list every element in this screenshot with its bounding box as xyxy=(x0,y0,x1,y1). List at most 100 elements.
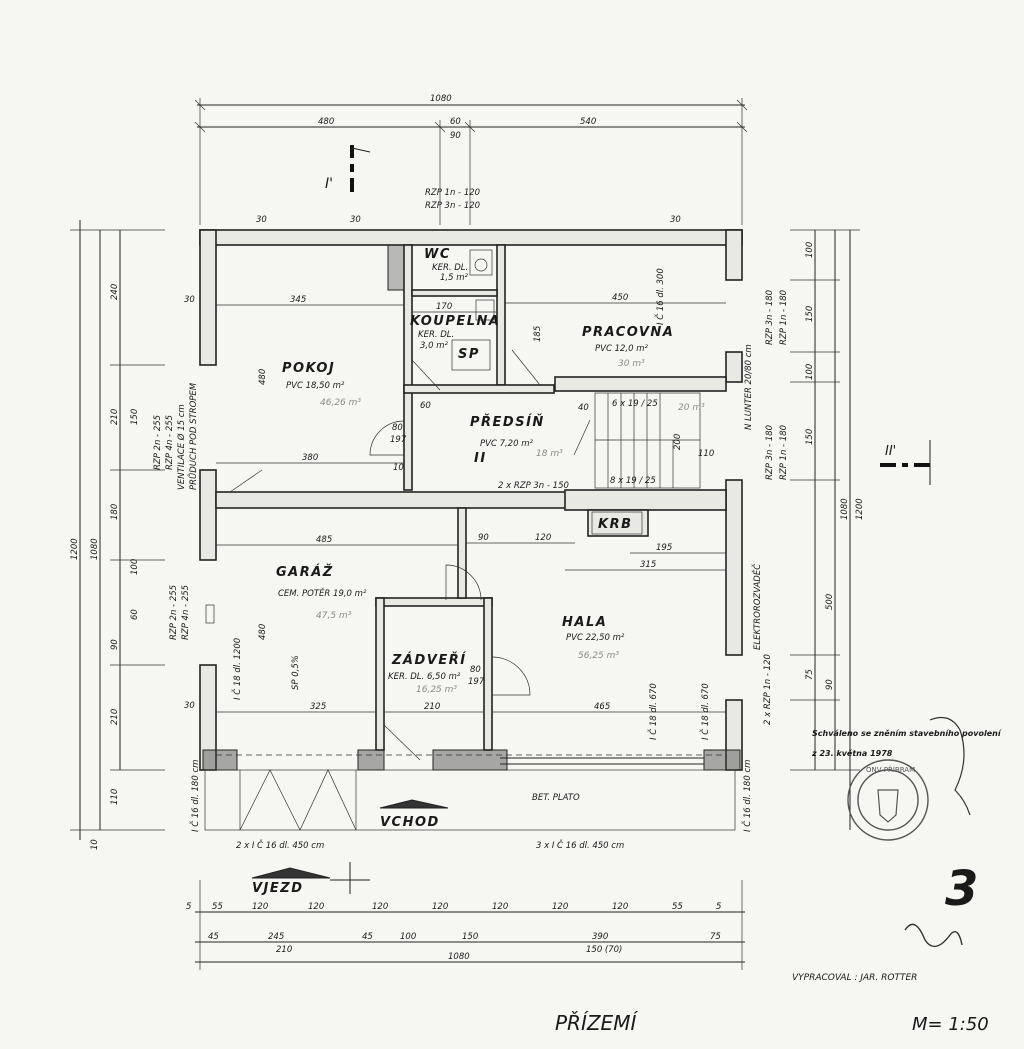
dim-bot1-0: 5 xyxy=(186,902,191,912)
drawing-scale: M= 1:50 xyxy=(912,1014,989,1035)
room-pokoj-pencil: 46,26 m³ xyxy=(320,398,361,408)
dim-bot1-3: 120 xyxy=(308,902,324,912)
room-pracovna-name: PRACOVNA xyxy=(582,325,674,340)
dim-80-b: 80 xyxy=(470,665,481,675)
room-pracovna-pencil: 30 m³ xyxy=(618,359,645,369)
rzp-left-4: RZP 4n - 255 xyxy=(181,585,191,640)
dim-170: 170 xyxy=(436,302,452,312)
room-garaz-slope: SP 0,5% xyxy=(291,655,301,690)
sheet-number: 3 xyxy=(945,861,978,917)
dim-left-f: 60 xyxy=(130,609,140,620)
dim-bot1-9: 55 xyxy=(672,902,683,912)
title-block: PŘÍZEMÍ M= 1:50 3 VYPRACOVAL : JAR. ROTT… xyxy=(555,861,989,1035)
dim-90: 90 xyxy=(478,533,489,543)
dim-30-e: 30 xyxy=(670,215,681,225)
elektro: ELEKTROROZVADĚČ xyxy=(751,564,763,650)
dim-bot2b-0: 210 xyxy=(276,945,292,955)
ic-right-bottom: I Č 16 dl. 180 cm xyxy=(741,760,753,832)
dim-bot2-6: 75 xyxy=(710,932,721,942)
dim-210: 210 xyxy=(424,702,440,712)
dim-185: 185 xyxy=(533,326,543,342)
dim-right-e: 500 xyxy=(825,594,835,610)
vchod-label: VCHOD xyxy=(380,815,440,830)
ic-bottom-1: 2 x I Č 16 dl. 450 cm xyxy=(236,839,324,851)
room-wc-name: WC xyxy=(424,247,451,262)
dim-right-d: 150 xyxy=(805,429,815,445)
room-pokoj-floor: PVC 18,50 m² xyxy=(286,381,345,391)
ic-hala-2: I Č 18 dl. 670 xyxy=(699,683,711,740)
ic-left-bottom: I Č 16 dl. 180 cm xyxy=(189,760,201,832)
ic-garaz: I Č 18 dl. 1200 xyxy=(231,638,243,700)
stairs-lower: 8 x 19 / 25 xyxy=(610,476,656,486)
dim-left-j: 100 xyxy=(130,559,140,575)
dim-bot2-2: 45 xyxy=(362,932,373,942)
dim-bot2-5: 390 xyxy=(592,932,608,942)
dim-left-e: 90 xyxy=(110,639,120,650)
dim-bot2-4: 150 xyxy=(462,932,478,942)
dim-bot2-1: 245 xyxy=(268,932,284,942)
ic-hala-1: I Č 18 dl. 670 xyxy=(647,683,659,740)
dim-right-b: 150 xyxy=(805,306,815,322)
room-predsin-floor: PVC 7,20 m² xyxy=(480,439,533,449)
dim-left-c: 180 xyxy=(110,504,120,520)
right-dimensions: 100 150 100 150 500 75 90 1080 1200 xyxy=(790,229,865,830)
dim-right-a: 100 xyxy=(805,242,815,258)
stamp-text: ONV PŘÍBRAM xyxy=(866,765,915,774)
room-zadveri-pencil: 16,25 m³ xyxy=(416,685,457,695)
krb-label: KRB xyxy=(598,517,633,532)
rzp-right-4: RZP 1n - 180 xyxy=(779,425,789,480)
dim-345: 345 xyxy=(290,295,306,305)
dim-110: 110 xyxy=(698,449,714,459)
dim-left-d: 150 xyxy=(130,409,140,425)
dim-top-total: 1080 xyxy=(430,94,452,104)
bet-plato: BET. PLATO xyxy=(532,793,580,803)
dim-120: 120 xyxy=(535,533,551,543)
room-predsin: PŘEDSÍŇ PVC 7,20 m² 18 m³ II xyxy=(470,414,563,466)
dim-bot1-2: 120 xyxy=(252,902,268,912)
lunter: N LUNTER 20/80 cm xyxy=(744,344,754,430)
drawing-title: PŘÍZEMÍ xyxy=(555,1011,638,1035)
room-pracovna: PRACOVNA PVC 12,0 m² 30 m³ xyxy=(582,325,674,369)
dim-60: 60 xyxy=(420,401,431,411)
rzp-left-1: RZP 2n - 255 xyxy=(153,415,163,470)
dim-380: 380 xyxy=(302,453,318,463)
room-wc-floor: KER. DL. xyxy=(432,263,468,273)
dim-bot1-4: 120 xyxy=(372,902,388,912)
dim-right-f: 75 xyxy=(805,669,815,680)
dim-right-c: 100 xyxy=(805,364,815,380)
dim-bot1-10: 5 xyxy=(716,902,721,912)
dim-left-b: 210 xyxy=(110,409,120,425)
rzp-mid: 2 x RZP 3n - 150 xyxy=(498,481,569,491)
room-pokoj-name: POKOJ xyxy=(282,361,335,376)
dim-top-d: 90 xyxy=(450,131,461,141)
dim-bot1-6: 120 xyxy=(492,902,508,912)
dim-left-total2: 1080 xyxy=(90,538,100,560)
left-dimensions: 1200 1080 240 210 180 150 90 60 210 110 … xyxy=(70,220,165,850)
room-wc: WC KER. DL. 1,5 m² xyxy=(424,247,468,283)
section-ii-mid: II xyxy=(474,451,487,466)
bottom-dimensions: 5 55 120 120 120 120 120 120 120 55 5 45… xyxy=(186,880,745,970)
rzp-top-1: RZP 1n - 120 xyxy=(425,188,480,198)
signature-mark xyxy=(904,923,963,948)
staircase: 6 x 19 / 25 8 x 19 / 25 20 m³ xyxy=(594,392,705,489)
rzp-top-2: RZP 3n - 120 xyxy=(425,201,480,211)
dim-right-total: 1080 xyxy=(840,498,850,520)
dim-30-c: 30 xyxy=(256,215,267,225)
vent2: PRŮDUCH POD STROPEM xyxy=(187,382,199,490)
fixtures xyxy=(204,249,736,894)
dim-pokoj-485: 480 xyxy=(258,369,268,385)
technical-annotations: RZP 1n - 120 RZP 3n - 120 2 x RZP 3n - 1… xyxy=(153,188,789,896)
room-garaz-pencil: 47,5 m³ xyxy=(316,611,352,621)
room-hala-name: HALA xyxy=(562,615,607,630)
dim-200: 200 xyxy=(673,434,683,450)
stairs-upper: 6 x 19 / 25 xyxy=(612,399,658,409)
dim-485: 485 xyxy=(316,535,332,545)
dim-bot2-3: 100 xyxy=(400,932,416,942)
dim-10: 10 xyxy=(393,463,404,473)
rzp-left-2: RZP 4n - 255 xyxy=(165,415,175,470)
dim-195: 195 xyxy=(656,543,672,553)
dim-bot1-1: 55 xyxy=(212,902,223,912)
dim-bot1-8: 120 xyxy=(612,902,628,912)
approval-stamp: Schváleno se zněním stavebního povolení … xyxy=(811,717,1002,841)
vjezd-label: VJEZD xyxy=(252,881,304,896)
